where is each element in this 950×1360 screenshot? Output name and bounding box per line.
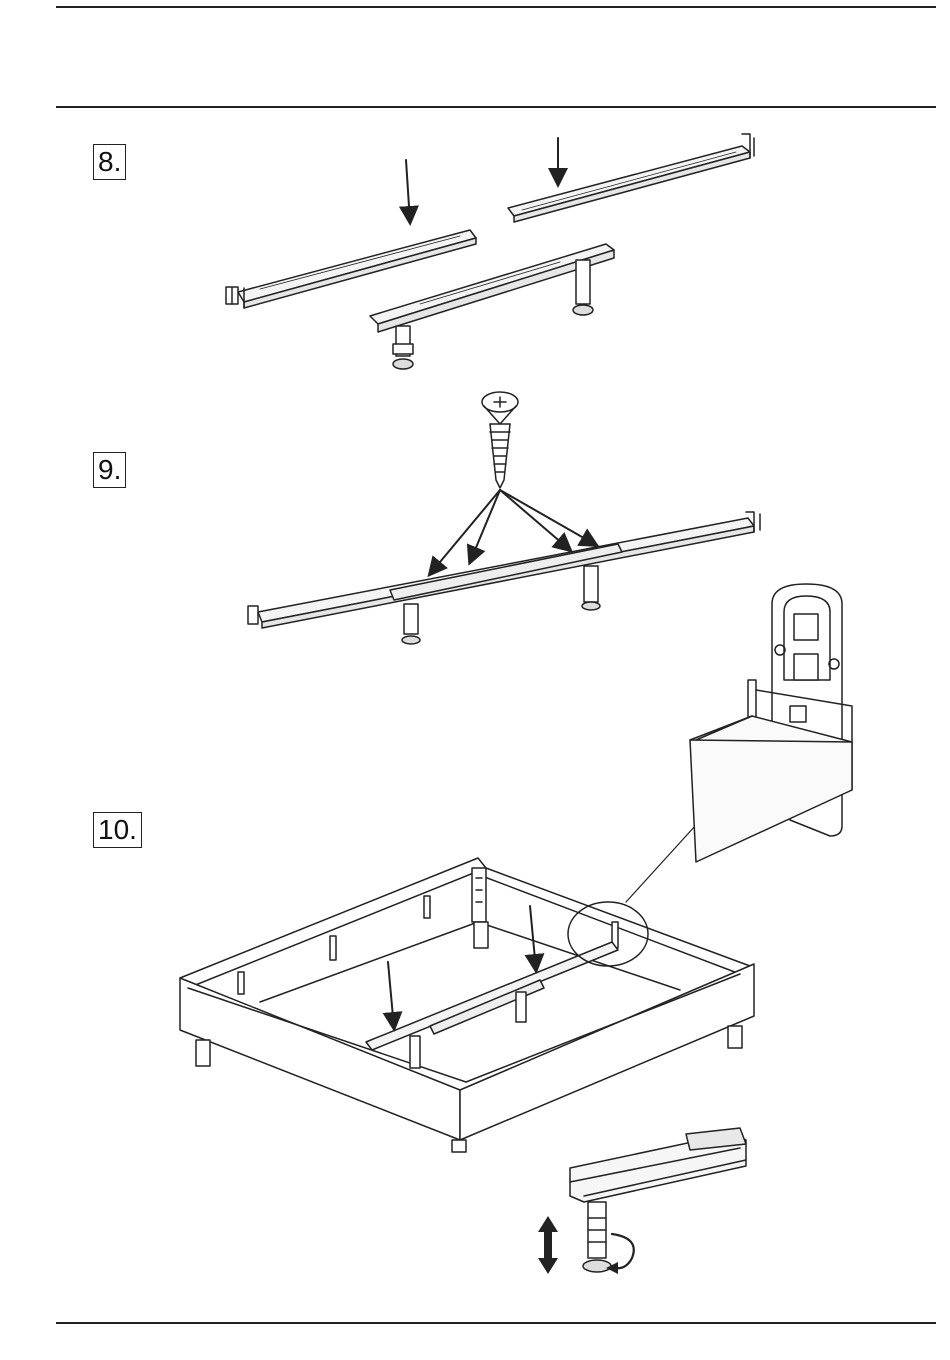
screw-icon: [482, 392, 518, 488]
right-rail-part: [508, 134, 754, 222]
up-down-arrow-icon: [538, 1216, 558, 1274]
down-arrow-icon: [530, 906, 536, 970]
down-arrow-icon: [406, 160, 410, 222]
step-8-figure: [226, 134, 754, 369]
down-arrow-icon: [388, 962, 394, 1028]
rotate-arrow-icon: [606, 1234, 634, 1274]
bracket-detail: [690, 584, 852, 862]
step-9-figure: [248, 392, 760, 644]
bed-frame: [180, 770, 754, 1152]
step-10-figure: [180, 584, 852, 1274]
adjustable-foot-detail: [538, 1128, 746, 1274]
